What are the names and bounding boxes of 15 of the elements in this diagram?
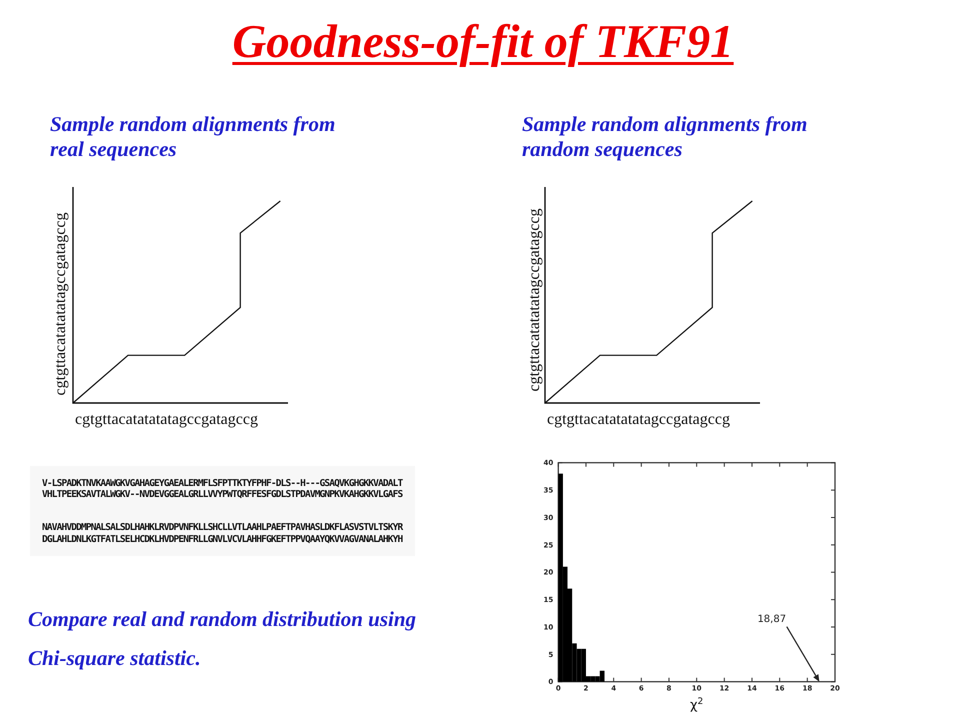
annotation-label: 18,87	[757, 614, 786, 626]
axis-label: cgtgttacatatatatagccgatagccg	[75, 411, 258, 429]
axis-label: cgtgttacatatatatagccgatagccg	[547, 411, 730, 429]
body-text: Compare real and random distribution using	[28, 607, 416, 632]
sequence-line: VHLTPEEKSAVTALWGKV--NVDEVGGEALGRLLVVYPWTQRFFESFGDLSTPDAVMGNPKVKAHGKKVLGAFS	[42, 489, 402, 501]
section-heading: Sample random alignments from random sequences	[522, 112, 808, 162]
sequence-line: DGLAHLDNLKGTFATLSELHCDKLHVDPENFRLLGNVLVCVLAHHFGKEFTPPVQAAYQKVVAGVANALAHKYH	[42, 534, 402, 546]
body-text: Chi-square statistic.	[28, 646, 201, 671]
sequence-line: V-LSPADKTNVKAAWGKVGAHAGEYGAEALERMFLSFPTTKTYFPHF-DLS--H---GSAQVKGHGKKVADALT	[42, 478, 402, 490]
axis-label: cgtgttacatatatatagccgatagccg	[526, 208, 544, 392]
axis-label: cgtgttacatatatatagccgatagccg	[52, 212, 70, 396]
section-heading: Sample random alignments from real sequences	[50, 112, 336, 162]
slide-title: Goodness-of-fit of TKF91	[232, 15, 734, 70]
axis-title: χ$^{2}$	[690, 696, 704, 713]
sequence-line: NAVAHVDDMPNALSALSDLHAHKLRVDPVNFKLLSHCLLVTLAAHLPAEFTPAVHASLDKFLASVSTVLTSKYR	[42, 522, 402, 534]
